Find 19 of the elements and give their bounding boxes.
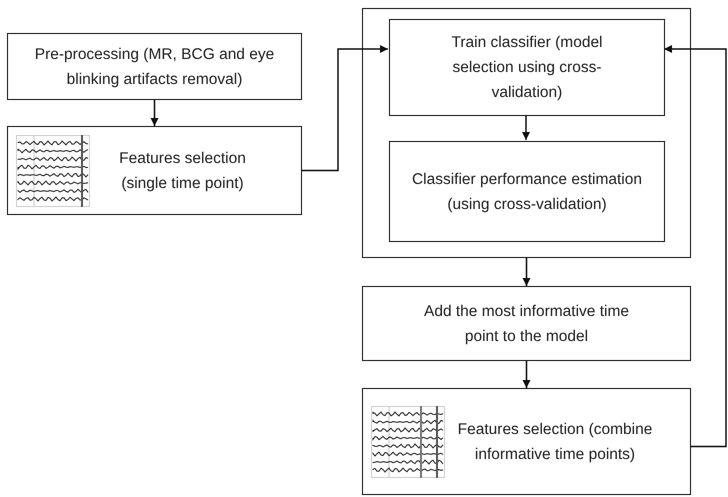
box-text: Classifier performance estimation (using cross-validation) (410, 170, 643, 214)
box-text: Pre-processing (MR, BCG and eye blinking artifacts removal) (34, 44, 276, 90)
arrow (522, 115, 530, 140)
box-text: Features selection (single time point) (118, 148, 247, 194)
process-box (389, 141, 665, 242)
box-text: Features selection (combine informative time points) (456, 420, 654, 464)
process-box (389, 19, 665, 116)
group-box (362, 8, 691, 258)
arrow (522, 361, 530, 388)
arrow (522, 258, 530, 286)
box-text: Add the most informative time point to the model (422, 302, 630, 346)
arrow (664, 45, 727, 448)
arrow (150, 100, 158, 126)
arrow (302, 45, 388, 172)
process-box (7, 126, 302, 215)
process-box (362, 388, 691, 495)
process-box (362, 286, 691, 361)
box-text: Train classifier (model selection using cross-validation) (450, 33, 604, 103)
process-box (7, 33, 302, 100)
